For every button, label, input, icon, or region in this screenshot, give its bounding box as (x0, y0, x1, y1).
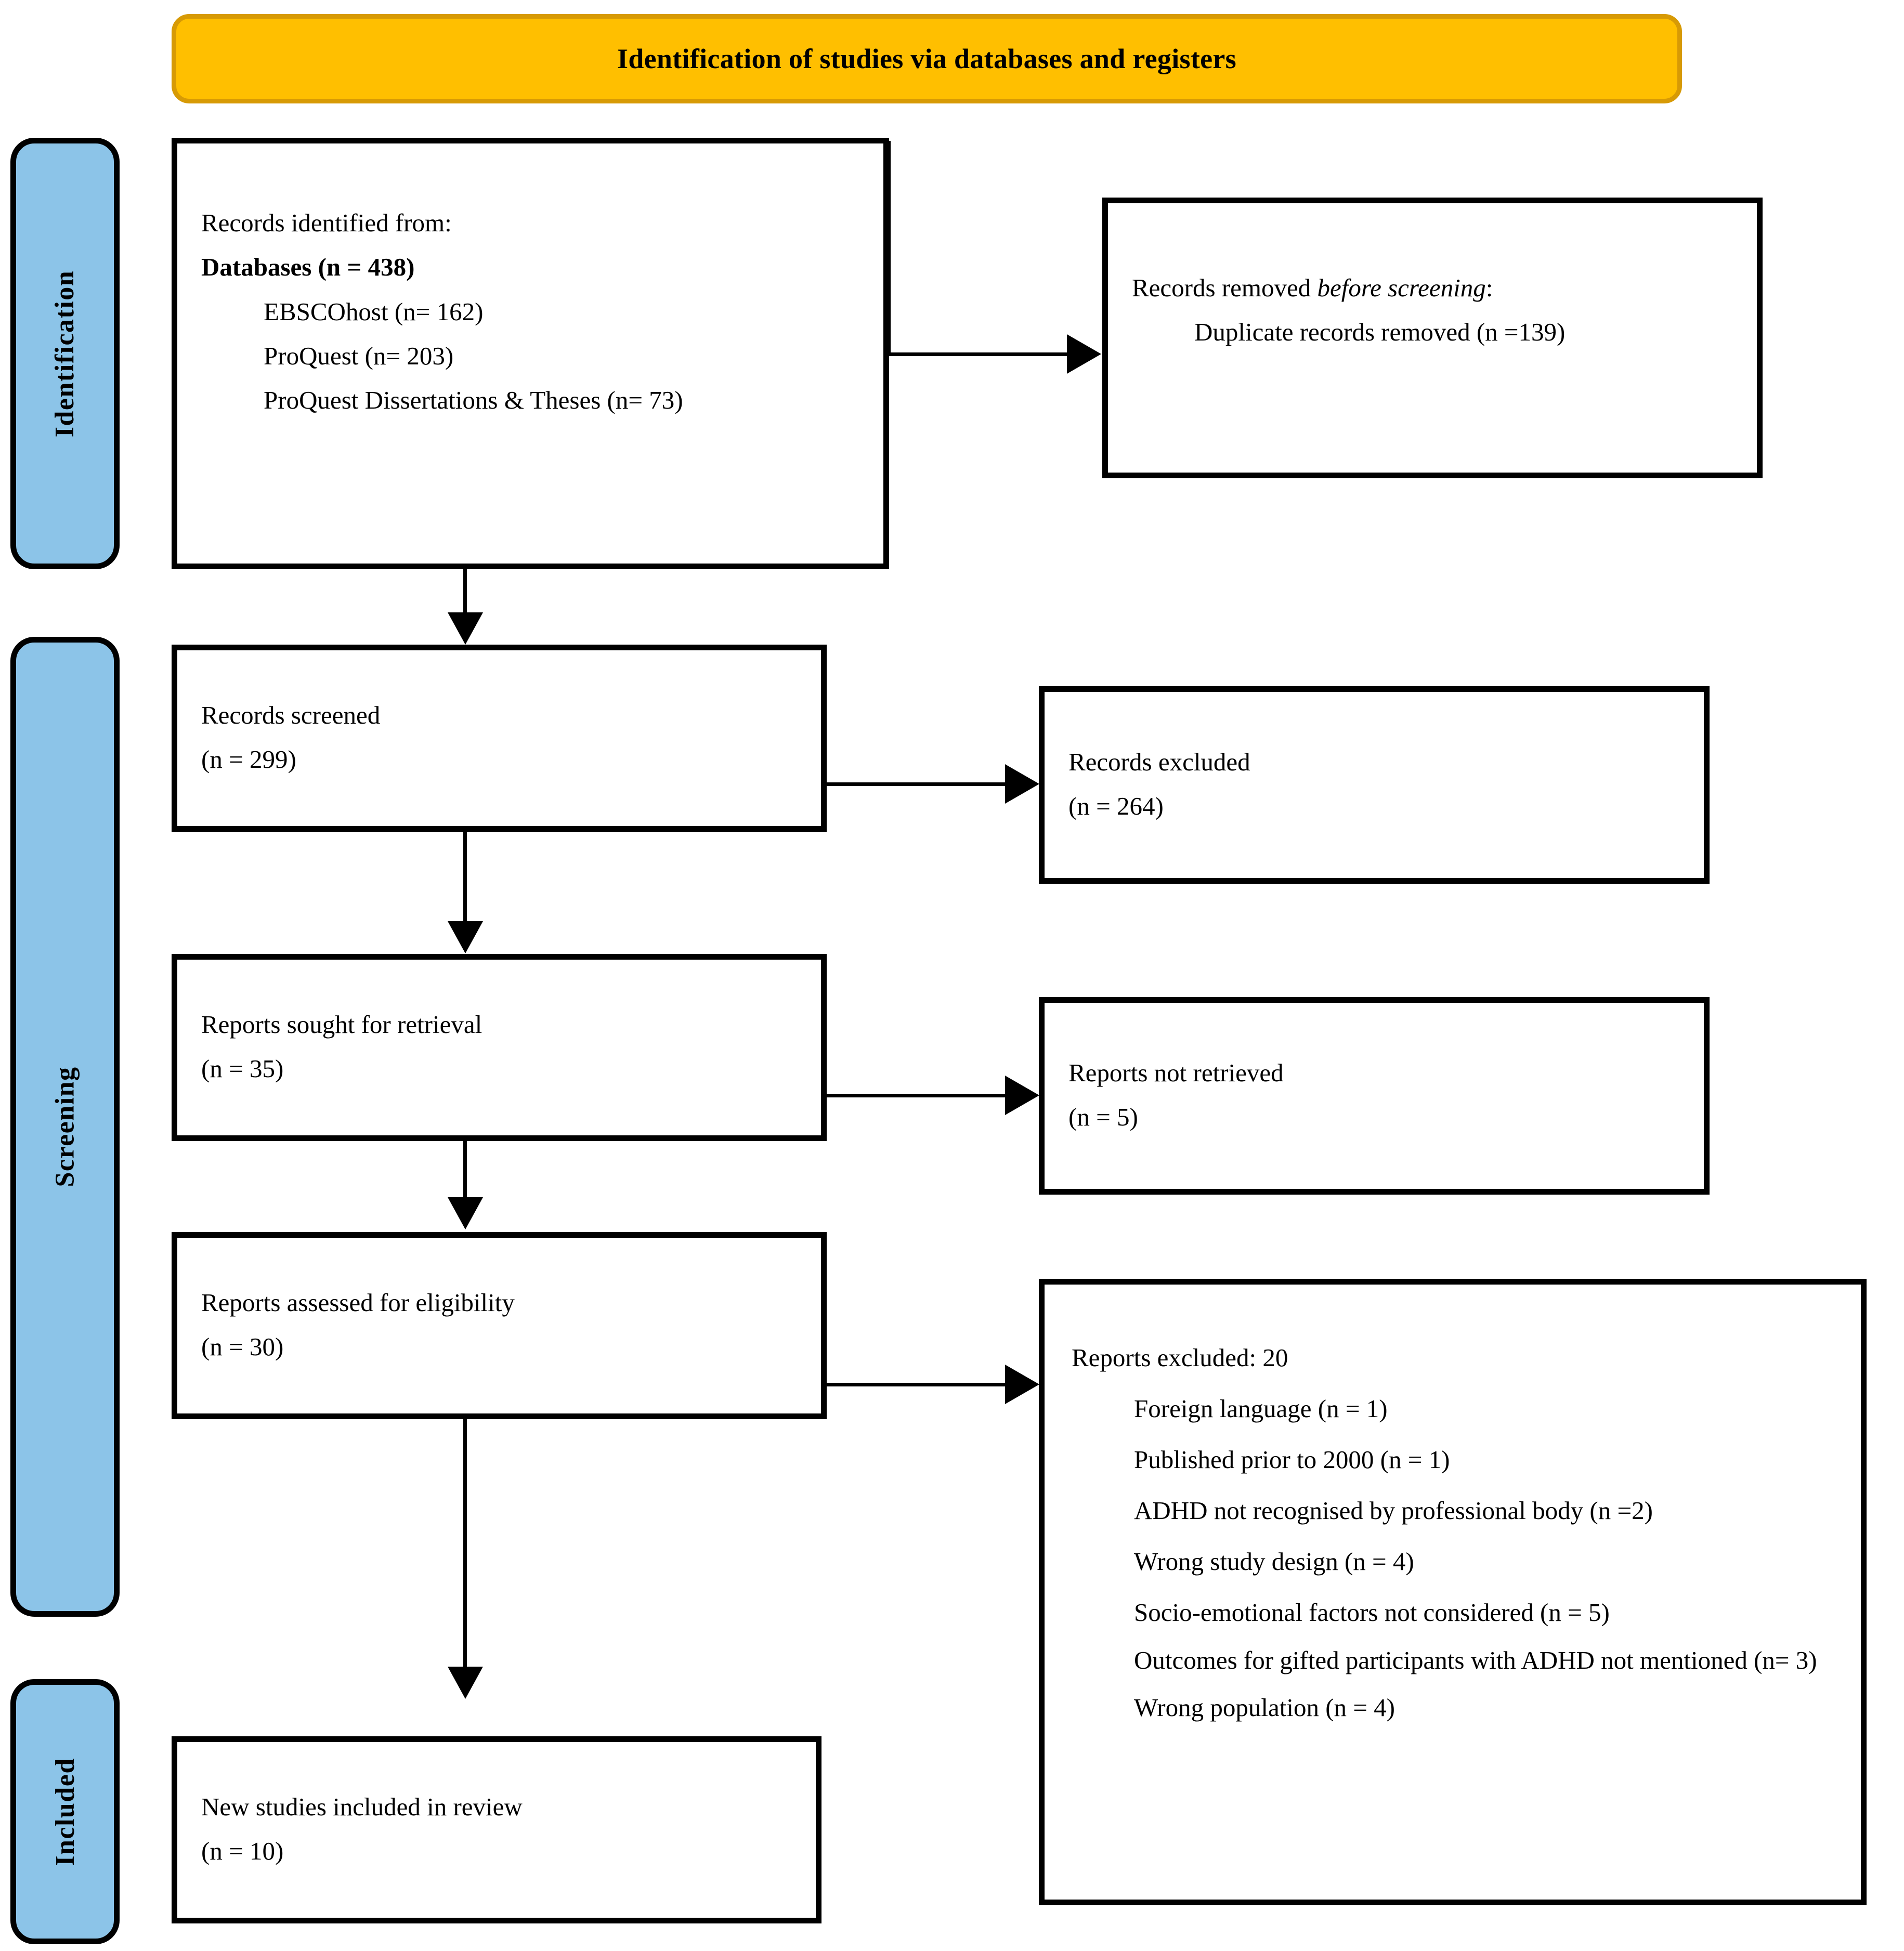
connector-sought-to-notretrieved-horizontal (826, 1094, 1008, 1097)
stage-label-screening-text: Screening (50, 1066, 80, 1187)
records-identified-proquest-dissertations: ProQuest Dissertations & Theses (n= 73) (264, 386, 683, 414)
records-screened-label: Records screened (201, 701, 381, 729)
stage-label-screening: Screening (10, 637, 120, 1617)
connector-identified-to-removed-horizontal (887, 352, 1069, 356)
reports-excluded-heading: Reports excluded: 20 (1072, 1343, 1288, 1372)
connector-sought-to-assessed-vertical (463, 1141, 467, 1198)
connector-assessed-to-repexcluded-horizontal (826, 1383, 1008, 1386)
stage-label-identification-text: Identification (50, 270, 80, 437)
arrowhead-screened-to-excluded (1005, 764, 1039, 804)
arrowhead-identified-to-screened (448, 612, 483, 645)
reports-sought-count: (n = 35) (201, 1054, 284, 1083)
box-reports-sought: Reports sought for retrieval (n = 35) (172, 954, 827, 1141)
arrowhead-identified-to-removed (1067, 334, 1101, 374)
connector-identified-to-removed-vertical (887, 141, 891, 354)
reports-not-retrieved-label: Reports not retrieved (1068, 1058, 1284, 1087)
stage-label-included: Included (10, 1679, 120, 1944)
records-removed-title-suffix: : (1485, 273, 1493, 302)
records-identified-proquest: ProQuest (n= 203) (264, 341, 454, 370)
records-identified-databases: Databases (n = 438) (201, 253, 415, 282)
reports-excluded-reason: Socio-emotional factors not considered (… (1134, 1598, 1610, 1627)
reports-excluded-reason: ADHD not recognised by professional body… (1134, 1496, 1653, 1525)
arrowhead-assessed-to-included (448, 1667, 483, 1699)
stage-label-identification: Identification (10, 138, 120, 569)
reports-assessed-count: (n = 30) (201, 1332, 284, 1361)
box-records-identified: Records identified from: Databases (n = … (172, 138, 889, 569)
box-reports-not-retrieved: Reports not retrieved (n = 5) (1039, 997, 1710, 1195)
records-identified-title: Records identified from: (201, 208, 452, 237)
connector-identified-to-screened-vertical (463, 569, 467, 615)
box-records-removed: Records removed before screening: Duplic… (1102, 198, 1763, 478)
reports-assessed-label: Reports assessed for eligibility (201, 1288, 515, 1317)
reports-excluded-reason: Published prior to 2000 (n = 1) (1134, 1445, 1450, 1474)
box-reports-excluded: Reports excluded: 20 Foreign language (n… (1039, 1279, 1867, 1905)
box-reports-assessed: Reports assessed for eligibility (n = 30… (172, 1232, 827, 1419)
stage-label-included-text: Included (50, 1757, 80, 1866)
records-screened-count: (n = 299) (201, 745, 296, 774)
reports-excluded-reason: Outcomes for gifted participants with AD… (1134, 1646, 1817, 1674)
arrowhead-screened-to-sought (448, 921, 483, 953)
records-excluded-label: Records excluded (1068, 748, 1250, 776)
records-excluded-count: (n = 264) (1068, 792, 1164, 821)
arrowhead-assessed-to-repexcluded (1005, 1365, 1039, 1404)
new-studies-included-label: New studies included in review (201, 1792, 523, 1821)
records-removed-title: Records removed before screening: (1132, 266, 1733, 310)
duplicate-records-removed: Duplicate records removed (n =139) (1194, 318, 1566, 347)
box-records-screened: Records screened (n = 299) (172, 645, 827, 832)
new-studies-included-count: (n = 10) (201, 1837, 284, 1866)
reports-excluded-reason: Wrong study design (n = 4) (1134, 1547, 1414, 1576)
box-records-excluded: Records excluded (n = 264) (1039, 686, 1710, 884)
connector-assessed-to-included-vertical (463, 1419, 467, 1669)
diagram-title: Identification of studies via databases … (617, 43, 1236, 74)
box-new-studies-included: New studies included in review (n = 10) (172, 1736, 821, 1923)
reports-sought-label: Reports sought for retrieval (201, 1010, 482, 1039)
diagram-header-banner: Identification of studies via databases … (172, 14, 1682, 103)
reports-excluded-reason: Wrong population (n = 4) (1134, 1693, 1395, 1722)
arrowhead-sought-to-assessed (448, 1197, 483, 1229)
arrowhead-sought-to-notretrieved (1005, 1076, 1039, 1115)
connector-screened-to-excluded-horizontal (826, 782, 1008, 786)
records-identified-ebscohost: EBSCOhost (n= 162) (264, 297, 484, 326)
reports-excluded-reason: Foreign language (n = 1) (1134, 1394, 1388, 1423)
records-removed-title-italic: before screening (1317, 273, 1486, 302)
reports-not-retrieved-count: (n = 5) (1068, 1103, 1138, 1132)
connector-screened-to-sought-vertical (463, 832, 467, 923)
records-removed-title-prefix: Records removed (1132, 273, 1318, 302)
